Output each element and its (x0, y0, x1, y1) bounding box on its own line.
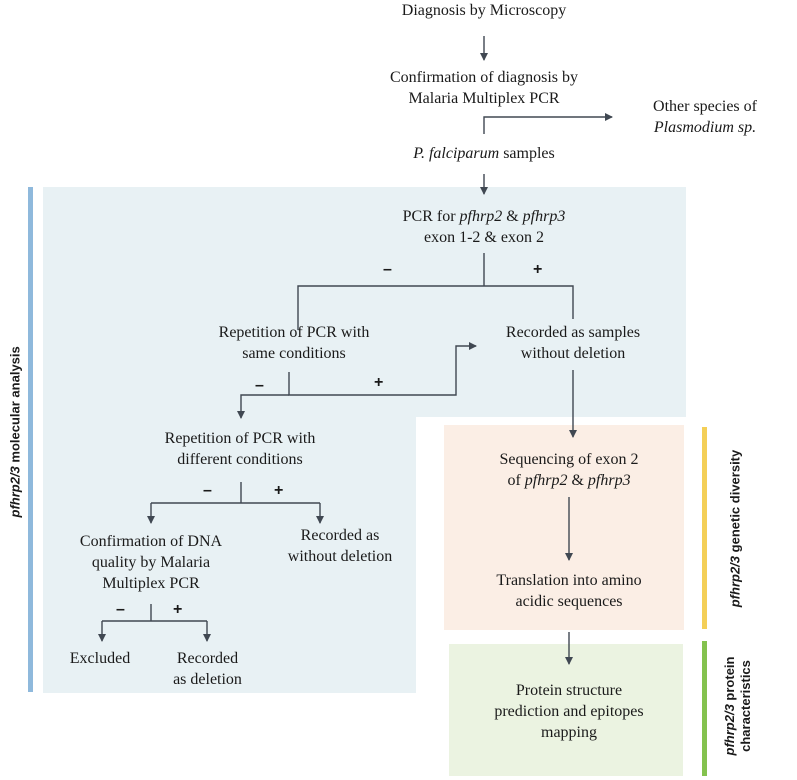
pcr-part-b: pfhrp2 (459, 208, 503, 225)
node-excluded: Excluded (50, 648, 150, 669)
other-species-line2: Plasmodium sp. (620, 117, 790, 138)
pcr-part-d: pfhrp3 (522, 208, 566, 225)
node-recorded-as-without-deletion: Recorded as without deletion (260, 525, 420, 567)
molecular-analysis-panel (43, 187, 686, 417)
recorded-as-line1: Recorded as (300, 527, 380, 544)
excluded-text: Excluded (69, 650, 131, 667)
molecular-analysis-bar (28, 187, 33, 692)
plus-sign-different: + (274, 482, 284, 499)
repetition-diff-line1: Repetition of PCR with (164, 430, 316, 447)
node-pcr-pfhrp: PCR for pfhrp2 & pfhrp3 exon 1-2 & exon … (334, 206, 634, 248)
translation-line1: Translation into amino (496, 572, 642, 589)
minus-sign-repetition: – (255, 377, 264, 394)
pf-samples-line: P. falciparum samples (334, 143, 634, 164)
pcr-part-a: PCR for (402, 208, 460, 225)
minus-sign-dna: – (116, 601, 125, 618)
plus-sign-repetition: + (374, 374, 384, 391)
node-pf-samples: P. falciparum samples (334, 143, 634, 164)
recorded-no-del-line1: Recorded as samples (505, 324, 641, 341)
confirmation-line2: Malaria Multiplex PCR (408, 90, 560, 107)
repetition-diff-line2: different conditions (177, 451, 303, 468)
node-other-species: Other species of Plasmodium sp. (620, 96, 790, 138)
sequencing-line1: Sequencing of exon 2 (499, 451, 639, 468)
repetition-same-line2: same conditions (242, 345, 346, 362)
protein-characteristics-bar (702, 641, 707, 776)
arrow-to-other-species (483, 113, 613, 134)
repetition-same-line1: Repetition of PCR with (218, 324, 370, 341)
sequencing-part-d: pfhrp3 (587, 472, 631, 489)
confirmation-line1: Confirmation of diagnosis by (390, 69, 578, 86)
protein-line1: Protein structure (515, 682, 623, 699)
node-sequencing-exon2: Sequencing of exon 2 of pfhrp2 & pfhrp3 (444, 449, 694, 491)
protein-characteristics-panel (449, 644, 683, 776)
confirm-dna-line3: Multiplex PCR (102, 575, 200, 592)
genetic-diversity-bar (702, 427, 707, 629)
arrow-minus-to-repetition-diff (237, 394, 289, 419)
recorded-no-del-line2: without deletion (520, 345, 626, 362)
protein-line2: prediction and epitopes (494, 703, 644, 720)
node-translation: Translation into amino acidic sequences (444, 570, 694, 612)
recorded-deletion-line1: Recorded (176, 650, 239, 667)
minus-sign-different: – (203, 482, 212, 499)
node-confirm-dna-quality: Confirmation of DNA quality by Malaria M… (46, 531, 256, 594)
node-repetition-different: Repetition of PCR with different conditi… (110, 428, 370, 470)
node-repetition-same: Repetition of PCR with same conditions (169, 322, 419, 364)
translation-line2: acidic sequences (515, 593, 623, 610)
diff-branch (151, 482, 320, 504)
protein-line3: mapping (541, 724, 597, 741)
node-diagnosis-microscopy: Diagnosis by Microscopy (334, 0, 634, 21)
node-recorded-without-deletion: Recorded as samples without deletion (463, 322, 683, 364)
node-protein-structure: Protein structure prediction and epitope… (444, 680, 694, 743)
pcr-line1: PCR for pfhrp2 & pfhrp3 (334, 206, 634, 227)
pcr-line2: exon 1-2 & exon 2 (424, 229, 544, 246)
node-confirmation-pcr: Confirmation of diagnosis by Malaria Mul… (334, 67, 634, 109)
sequencing-part-c: & (567, 472, 588, 489)
plus-sign-pcr: + (533, 261, 543, 278)
pf-samples-italic: P. falciparum (413, 145, 500, 162)
pcr-part-c: & (502, 208, 523, 225)
pcr-branch (297, 253, 574, 330)
dna-branch (102, 604, 207, 622)
sequencing-part-b: pfhrp2 (524, 472, 568, 489)
other-species-italic: Plasmodium sp. (653, 119, 757, 136)
arrow-plus-to-recorded (288, 342, 477, 396)
genetic-diversity-panel (444, 425, 684, 630)
recorded-deletion-line2: as deletion (173, 671, 242, 688)
recorded-as-line2: without deletion (287, 548, 393, 565)
plus-sign-dna: + (173, 601, 183, 618)
sequencing-part-a: of (507, 472, 525, 489)
molecular-analysis-panel-lower (43, 417, 416, 693)
other-species-line1: Other species of (653, 98, 757, 115)
sequencing-line2: of pfhrp2 & pfhrp3 (444, 470, 694, 491)
confirm-dna-line1: Confirmation of DNA (79, 533, 223, 550)
microscopy-text: Diagnosis by Microscopy (401, 2, 567, 19)
confirm-dna-line2: quality by Malaria (91, 554, 211, 571)
node-recorded-as-deletion: Recorded as deletion (150, 648, 265, 690)
minus-sign-pcr: – (383, 261, 392, 278)
pf-samples-rest: samples (499, 145, 555, 162)
